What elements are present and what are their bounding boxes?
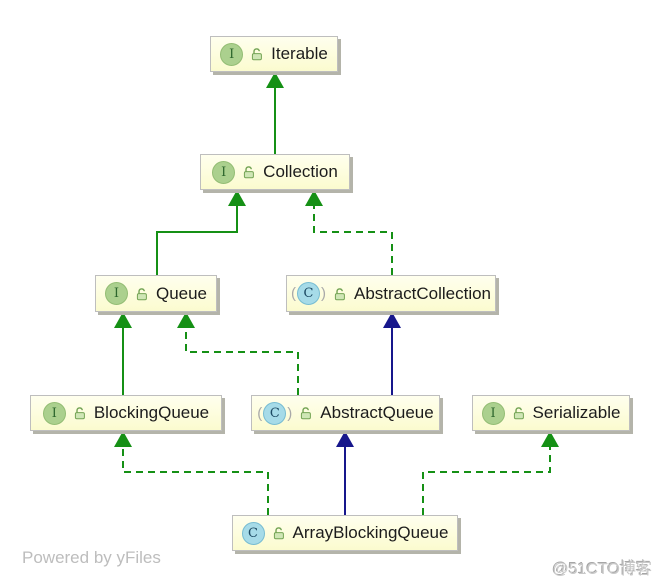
abstract-class-icon: C [291, 282, 326, 305]
node-iterable[interactable]: I Iterable [210, 36, 338, 72]
interface-icon: I [104, 282, 128, 305]
node-label: Queue [155, 283, 208, 303]
node-collection[interactable]: I Collection [200, 154, 350, 190]
arrowhead-AbstractCollection-Collection [305, 190, 323, 206]
class-icon: C [241, 521, 265, 545]
node-label: AbstractCollection [354, 283, 492, 303]
edge-AbstractQueue-implements-Queue[interactable] [185, 327, 299, 395]
node-label: ArrayBlockingQueue [292, 523, 449, 542]
open-lock-icon [299, 406, 313, 420]
interface-icon: I [220, 42, 244, 66]
abstract-class-icon: C [257, 401, 292, 425]
node-label: BlockingQueue [93, 403, 210, 422]
node-serializable[interactable]: I Serializable [472, 395, 630, 431]
edge-ArrayBlockingQueue-implements-Serializable[interactable] [422, 446, 551, 515]
arrowhead-Queue-Collection [228, 190, 246, 206]
watermark-51cto: @51CTO博客 [552, 561, 652, 578]
node-label: AbstractQueue [320, 403, 434, 422]
open-lock-icon [333, 287, 347, 301]
node-label: Serializable [532, 403, 621, 422]
open-lock-icon [512, 406, 526, 420]
interface-icon: I [481, 401, 505, 425]
interface-icon: I [42, 401, 66, 425]
arrowhead-BlockingQueue-Queue [114, 312, 132, 328]
edge-ArrayBlockingQueue-implements-BlockingQueue[interactable] [122, 446, 269, 515]
arrowhead-Collection-Iterable [266, 72, 284, 88]
arrowhead-ArrayBlockingQueue-AbstractQueue [336, 431, 354, 447]
node-queue[interactable]: I Queue [95, 275, 217, 312]
edge-AbstractCollection-implements-Collection[interactable] [313, 205, 393, 275]
node-arrayblockingqueue[interactable]: C ArrayBlockingQueue [232, 515, 458, 551]
open-lock-icon [242, 165, 256, 179]
node-blockingqueue[interactable]: I BlockingQueue [30, 395, 222, 431]
open-lock-icon [135, 287, 149, 301]
node-abstractqueue[interactable]: C AbstractQueue [251, 395, 440, 431]
powered-by-yfiles-label: Powered by yFiles [22, 548, 161, 567]
arrowhead-ArrayBlockingQueue-Serializable [541, 431, 559, 447]
open-lock-icon [73, 406, 87, 420]
node-label: Iterable [271, 44, 328, 63]
arrowhead-AbstractQueue-AbstractCollection [383, 312, 401, 328]
open-lock-icon [272, 526, 286, 540]
arrowhead-ArrayBlockingQueue-BlockingQueue [114, 431, 132, 447]
node-abstractcollection[interactable]: C AbstractCollection [286, 275, 496, 312]
edge-Queue-extends-Collection[interactable] [156, 205, 238, 275]
node-label: Collection [263, 162, 338, 181]
open-lock-icon [250, 47, 264, 61]
arrowhead-AbstractQueue-Queue [177, 312, 195, 328]
interface-icon: I [212, 160, 236, 184]
